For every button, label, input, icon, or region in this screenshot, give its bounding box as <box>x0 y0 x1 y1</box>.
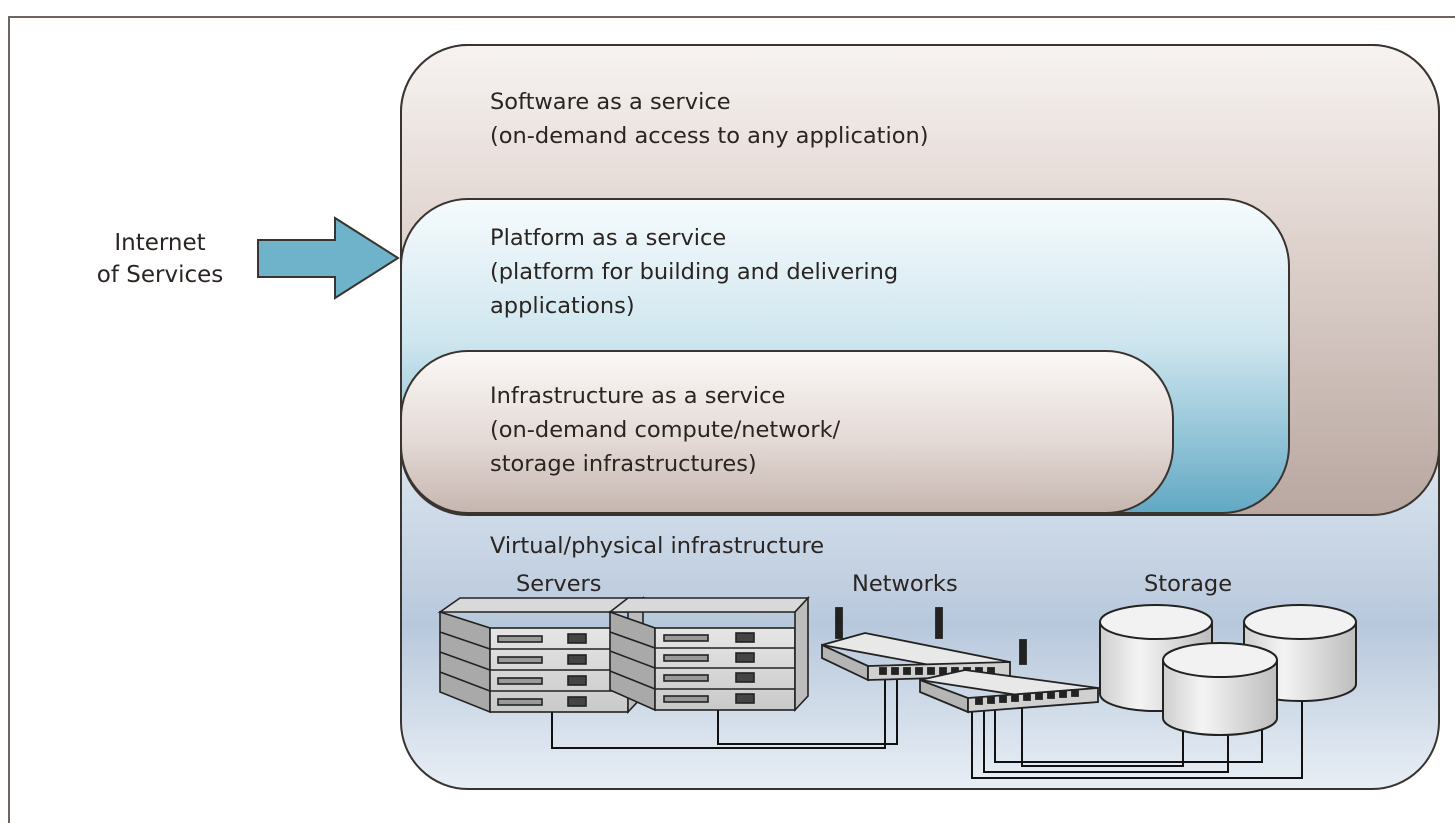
saas-description: (on-demand access to any application) <box>490 123 929 149</box>
paas-title: Platform as a service <box>490 225 727 251</box>
networks-label: Networks <box>852 571 958 597</box>
paas-description-line2: applications) <box>490 293 635 319</box>
storage-label: Storage <box>1144 571 1233 597</box>
diagram-frame <box>8 16 1455 823</box>
internet-of-services-label-line2: of Services <box>96 262 224 288</box>
iaas-title: Infrastructure as a service <box>490 383 786 409</box>
iaas-description-line1: (on-demand compute/network/ <box>490 417 841 443</box>
disk-storage-icon <box>1099 604 1357 736</box>
iaas-description-line2: storage infrastructures) <box>490 451 757 477</box>
internet-of-services-label-line1: Internet <box>114 230 206 256</box>
paas-description-line1: (platform for building and delivering <box>490 259 899 285</box>
servers-label: Servers <box>516 571 602 597</box>
router-icon <box>821 607 1099 714</box>
iaas-layer <box>400 350 1174 514</box>
network-cables <box>551 676 1303 779</box>
arrow-right-icon <box>257 216 400 300</box>
server-icon <box>437 595 810 715</box>
base-layer-title: Virtual/physical infrastructure <box>490 533 825 559</box>
saas-title: Software as a service <box>490 89 731 115</box>
